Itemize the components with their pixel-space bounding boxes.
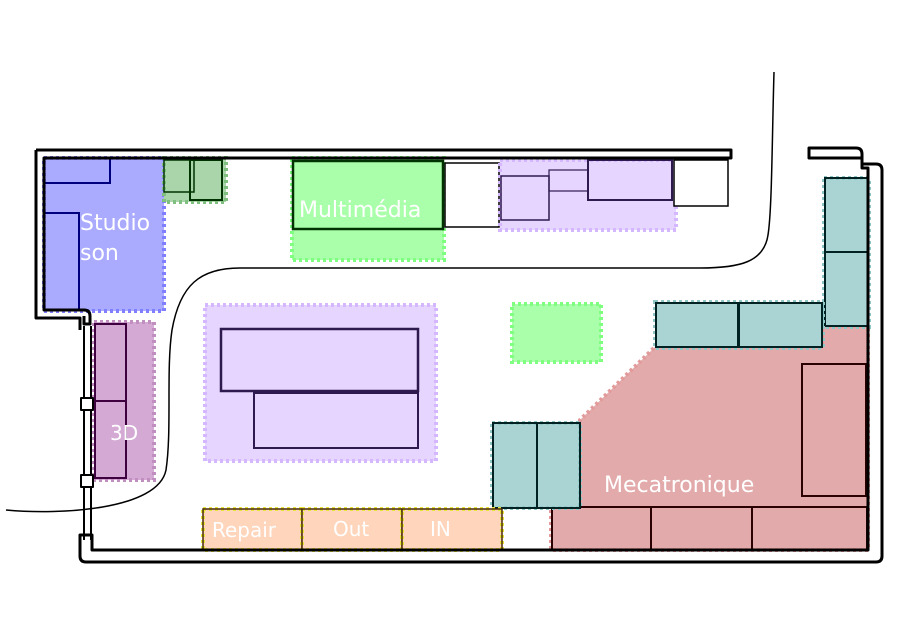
zone-label-repair: Repair [212,518,277,542]
zone-purple-top[interactable] [498,158,678,232]
zone-label-multimedia: Multimédia [299,198,421,223]
zone-purple-center-area [203,303,438,463]
wall-top-left [34,148,733,330]
window-post-2 [80,474,94,488]
zone-green-small-area [162,156,228,204]
zone-in-area [400,507,504,552]
zone-in[interactable]: IN [400,507,504,552]
teal-cabinet-bottom-2 [536,422,581,509]
zone-studio-son[interactable]: Studio son [42,156,166,313]
zone-label-mecatronique: Mecatronique [604,473,754,498]
zone-label-studio: Studio [80,211,150,236]
zone-out[interactable]: Out [300,507,404,552]
zone-purple-center[interactable] [203,303,438,463]
3d-shelf-2 [94,400,127,479]
zone-repair[interactable]: Repair [201,507,304,552]
zone-label-in: IN [430,517,451,541]
zone-label-3d: 3D [110,421,138,445]
wall-left-window [83,326,92,540]
green-small-box-1 [163,159,195,193]
mecatronique-cabinet [801,363,867,497]
purple-center-table-2 [253,392,419,449]
wall-bottom [78,146,884,564]
zone-label-out: Out [333,517,369,541]
zone-label-son: son [80,241,119,266]
zone-multimedia-area [290,156,446,262]
green-small-box-2 [189,159,223,201]
purple-center-table-1 [219,327,420,393]
zone-green-center[interactable] [510,302,603,364]
zone-multimedia[interactable]: Multimédia [290,156,446,262]
multimedia-desk [291,159,445,231]
furniture-white-2 [673,159,729,207]
teal-cabinet-top-2 [738,302,823,348]
corridor-line [5,71,775,513]
zone-3d[interactable]: 3D [92,320,156,482]
zone-teal[interactable] [490,176,871,510]
purple-top-box-1 [500,175,550,221]
walls [5,71,884,564]
furniture-white-1 [444,162,500,228]
zone-green-small[interactable] [162,156,228,204]
window-post-1 [80,397,94,411]
purple-top-box-3 [587,159,673,201]
